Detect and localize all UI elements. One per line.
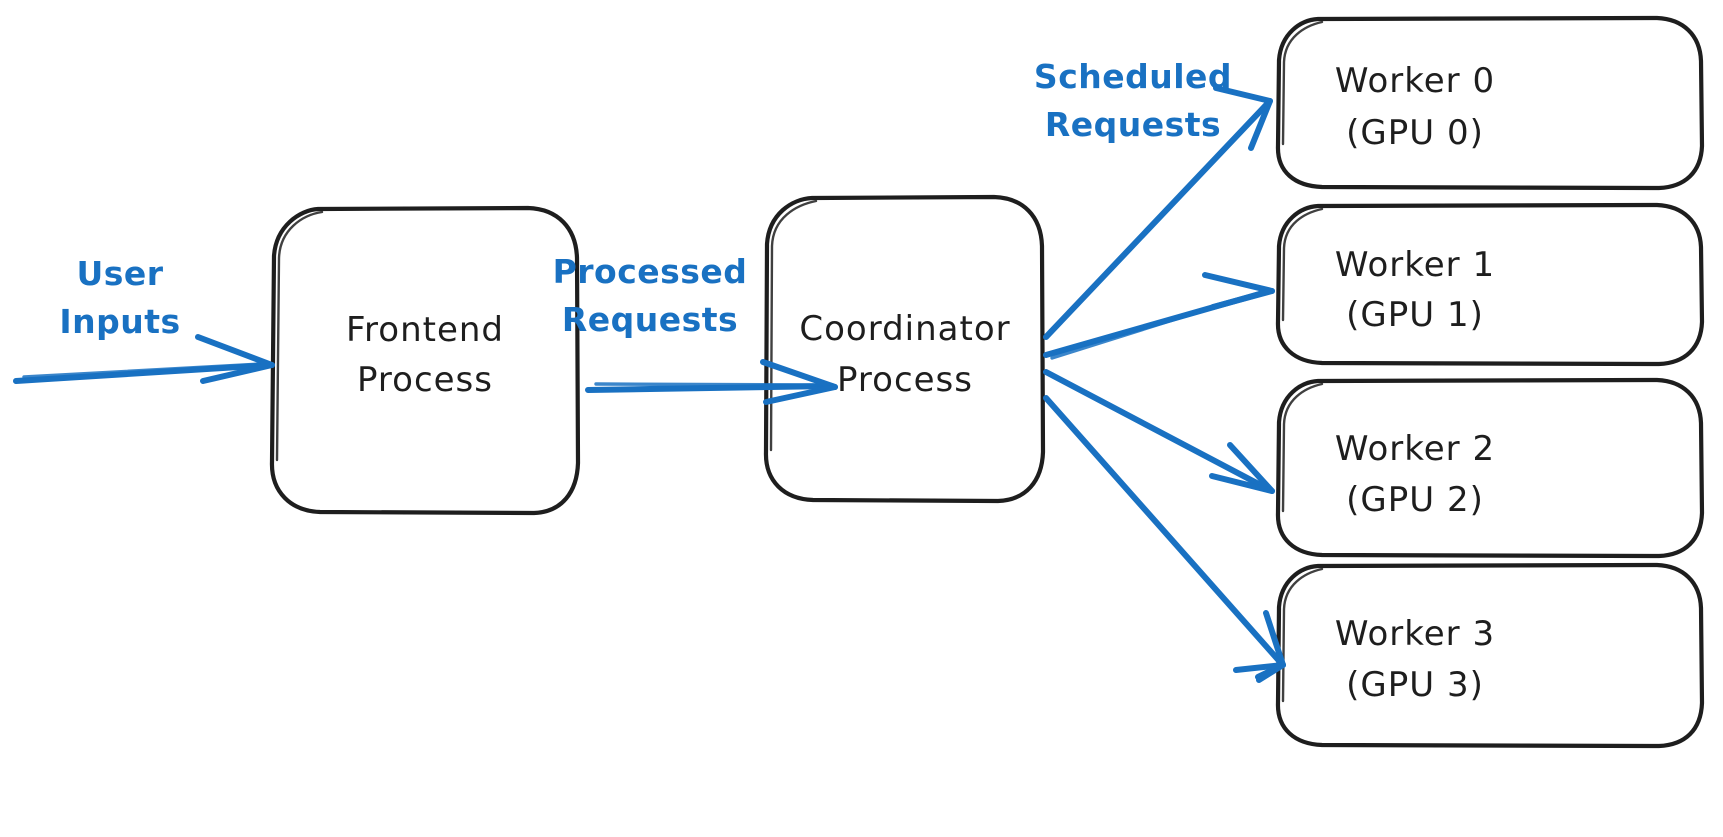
arrow-coordinator-to-worker-3 <box>1043 395 1286 683</box>
coordinator-process-line2: Process <box>837 360 973 400</box>
worker-1-line2: (GPU 1) <box>1346 295 1484 335</box>
worker-1-line1: Worker 1 <box>1335 245 1495 285</box>
scheduled-requests-label: Scheduled Requests <box>1034 57 1232 144</box>
arrow-coordinator-to-worker-2 <box>1043 369 1275 494</box>
worker-0-line2: (GPU 0) <box>1346 113 1484 153</box>
processed-requests-label: Processed Requests <box>553 252 748 339</box>
coordinator-process-node[interactable]: Coordinator Process <box>763 194 1046 504</box>
worker-3-line1: Worker 3 <box>1335 614 1495 654</box>
frontend-process-line2: Process <box>357 360 493 400</box>
worker-0-line1: Worker 0 <box>1335 61 1495 101</box>
frontend-process-line1: Frontend <box>346 310 504 350</box>
worker-2-node[interactable]: Worker 2 (GPU 2) <box>1275 377 1705 559</box>
coordinator-process-line1: Coordinator <box>799 309 1010 349</box>
worker-0-node[interactable]: Worker 0 (GPU 0) <box>1275 15 1705 191</box>
arrow-coordinator-to-worker-0 <box>1043 85 1273 340</box>
scheduled-requests-line1: Scheduled <box>1034 57 1232 96</box>
user-inputs-line2: Inputs <box>59 302 180 341</box>
arrow-user-inputs-to-frontend <box>13 334 275 384</box>
worker-3-line2: (GPU 3) <box>1346 665 1484 705</box>
arrow-coordinator-to-worker-1 <box>1043 272 1275 360</box>
frontend-process-node[interactable]: Frontend Process <box>269 205 581 516</box>
scheduled-requests-line2: Requests <box>1045 105 1221 144</box>
worker-2-line1: Worker 2 <box>1335 429 1495 469</box>
arrow-frontend-to-coordinator <box>585 359 838 405</box>
processed-requests-line2: Requests <box>562 300 738 339</box>
worker-2-line2: (GPU 2) <box>1346 480 1484 520</box>
user-inputs-label: User Inputs <box>59 254 180 341</box>
processed-requests-line1: Processed <box>553 252 748 291</box>
user-inputs-line1: User <box>76 254 163 293</box>
worker-3-node[interactable]: Worker 3 (GPU 3) <box>1275 562 1705 749</box>
worker-1-node[interactable]: Worker 1 (GPU 1) <box>1275 202 1705 367</box>
